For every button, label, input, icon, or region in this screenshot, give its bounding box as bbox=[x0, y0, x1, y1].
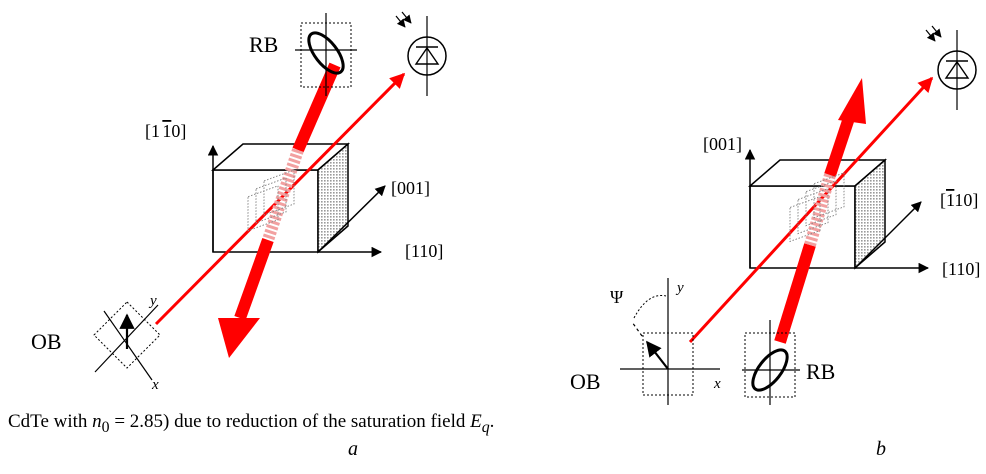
grating-b bbox=[789, 172, 845, 243]
axis-label-diag-b: [110] bbox=[940, 190, 978, 210]
ob-polarizer-b bbox=[620, 278, 720, 405]
figure-caption: CdTe with n0 = 2.85) due to reduction of… bbox=[8, 411, 494, 437]
axis-label-001-a: [001] bbox=[391, 178, 430, 198]
photodiode-icon bbox=[395, 11, 447, 96]
pol-x-label-a: x bbox=[151, 377, 159, 393]
pump-beam-a bbox=[218, 62, 341, 358]
caption-var-n: n bbox=[92, 411, 102, 432]
rb-label-a: RB bbox=[249, 32, 278, 57]
caption-sub-0: 0 bbox=[101, 418, 110, 436]
axis-label-110-b: [110] bbox=[942, 259, 980, 279]
ellipse-polarizer-icon bbox=[307, 31, 345, 75]
probe-beam-b bbox=[688, 76, 934, 344]
crystal-axes-b bbox=[744, 148, 930, 274]
photodiode-icon bbox=[925, 25, 977, 110]
panel-b: OB RB [001] [110] [110] y x Ψ bbox=[570, 25, 980, 405]
ellipse-polarizer-icon bbox=[751, 348, 789, 392]
pol-y-label-b: y bbox=[675, 280, 684, 296]
ob-label-a: OB bbox=[31, 329, 62, 354]
axis-label-110-a: [110] bbox=[405, 241, 443, 261]
caption-sub-q: q bbox=[481, 418, 490, 436]
rb-polarizer-b bbox=[742, 320, 800, 405]
pol-y-label-a: y bbox=[148, 293, 157, 309]
panel-letter-a: a bbox=[348, 438, 358, 460]
rb-label-b: RB bbox=[806, 359, 835, 384]
caption-end: . bbox=[489, 411, 495, 432]
caption-var-e: E bbox=[470, 411, 482, 432]
angle-label-b: Ψ bbox=[610, 287, 624, 307]
caption-lead: CdTe with bbox=[8, 411, 93, 432]
ob-polarizer-a bbox=[93, 301, 161, 381]
axis-label-vertical-b: [001] bbox=[703, 134, 742, 154]
ob-label-b: OB bbox=[570, 369, 601, 394]
crystal-axes-a bbox=[207, 144, 386, 258]
pol-x-label-b: x bbox=[713, 376, 721, 392]
arrow-icon bbox=[646, 340, 669, 370]
angle-arc bbox=[633, 294, 667, 319]
grating-a bbox=[247, 169, 295, 232]
rb-polarizer-a bbox=[295, 13, 357, 96]
panel-letter-b: b bbox=[876, 438, 886, 460]
caption-mid: = 2.85) due to reduction of the saturati… bbox=[109, 411, 471, 432]
